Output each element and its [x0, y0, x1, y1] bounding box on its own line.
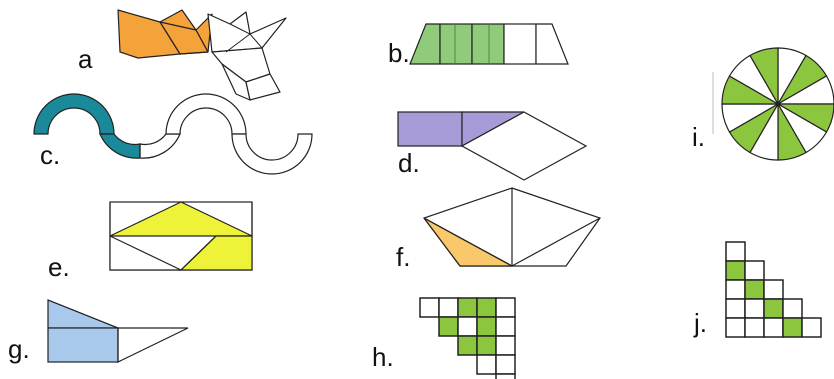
j-shaded-cell [782, 317, 803, 338]
b-shaded-piece [471, 23, 505, 65]
d-shaded-piece [397, 111, 463, 147]
label-d: d. [398, 148, 420, 178]
j-cell [763, 279, 784, 300]
a-piece [245, 73, 281, 101]
g-shaded-piece [47, 327, 119, 363]
j-cell [744, 298, 765, 319]
label-f: f. [396, 242, 411, 272]
j-cell [725, 279, 746, 300]
j-cell [744, 260, 765, 281]
j-shaded-cell [763, 298, 784, 319]
label-i: i. [692, 122, 705, 152]
j-shaded-cell [725, 260, 746, 281]
j-cell [725, 298, 746, 319]
b-piece [503, 23, 537, 65]
h-cell [495, 373, 516, 379]
label-b: b. [388, 38, 410, 68]
label-j: j. [694, 308, 707, 338]
b-shaded-piece [439, 23, 473, 65]
label-e: e. [48, 252, 70, 282]
label-c: c. [40, 140, 61, 170]
j-cell [725, 317, 746, 338]
c-piece [231, 133, 313, 175]
j-cell [763, 317, 784, 338]
label-a: a [78, 44, 93, 74]
label-h: h. [372, 342, 394, 372]
j-cell [801, 317, 822, 338]
e-piece [109, 235, 182, 271]
j-shaded-cell [744, 279, 765, 300]
b-piece [535, 23, 569, 65]
label-g: g. [8, 334, 30, 364]
d-piece [460, 111, 588, 181]
e-shaded-piece [109, 201, 253, 237]
j-cell [782, 298, 803, 319]
j-cell [725, 241, 746, 262]
i-shaded-sector [749, 47, 779, 107]
j-cell [744, 317, 765, 338]
